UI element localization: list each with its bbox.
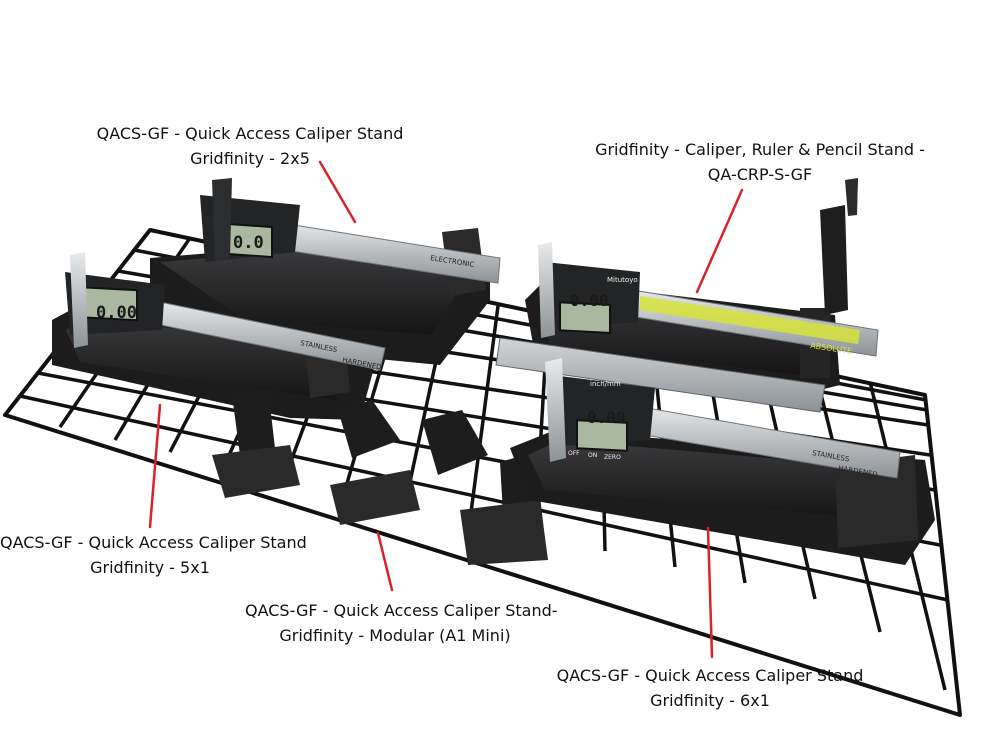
- caliper-crp: 0.00 Mitutoyo ABSOLUTE: [538, 242, 879, 357]
- caliper-5x1: 0.00 STAINLESS HARDENED: [65, 252, 386, 372]
- label-stand-5x1-line2: Gridfinity - 5x1: [90, 558, 210, 577]
- label-stand-6x1-line2: Gridfinity - 6x1: [650, 691, 770, 710]
- caliper-crp-reading: 0.00: [570, 291, 609, 310]
- steel-ruler: [495, 337, 826, 413]
- caliper-5x1-reading: 0.00: [96, 303, 137, 323]
- label-stand-2x5-line1: QACS-GF - Quick Access Caliper Stand: [96, 124, 404, 143]
- label-stand-modular-line2: Gridfinity - Modular (A1 Mini): [279, 626, 511, 645]
- label-stand-5x1: QACS-GF - Quick Access Caliper Stand Gri…: [0, 530, 307, 580]
- caliper-crp-brand: Mitutoyo: [607, 276, 638, 284]
- label-stand-2x5: QACS-GF - Quick Access Caliper Stand Gri…: [95, 121, 405, 171]
- stand-modular: [212, 388, 548, 565]
- annotation-lines: [148, 160, 744, 659]
- label-stand-modular-line1: QACS-GF - Quick Access Caliper Stand-: [245, 601, 558, 620]
- caliper-2x5-reading: 0.0: [233, 233, 264, 253]
- arrow-modular: [376, 531, 394, 592]
- label-stand-2x5-line2: Gridfinity - 2x5: [190, 149, 310, 168]
- caliper-6x1-zero: ZERO: [604, 454, 621, 461]
- arrow-5x1: [148, 403, 162, 529]
- label-crp-stand: Gridfinity - Caliper, Ruler & Pencil Sta…: [595, 137, 925, 187]
- label-stand-6x1: QACS-GF - Quick Access Caliper Stand Gri…: [555, 663, 865, 713]
- label-stand-6x1-line1: QACS-GF - Quick Access Caliper Stand: [556, 666, 864, 685]
- arrow-crp: [695, 188, 744, 294]
- caliper-6x1-reading: 0.00: [587, 408, 626, 427]
- label-crp-stand-line2: QA-CRP-S-GF: [707, 165, 813, 184]
- caliper-6x1: 0.00 inch/mm STAINLESS HARDENED OFF ON Z…: [545, 358, 901, 479]
- caliper-6x1-inch-mm: inch/mm: [590, 380, 621, 388]
- arrow-6x1: [706, 526, 714, 659]
- label-crp-stand-line1: Gridfinity - Caliper, Ruler & Pencil Sta…: [595, 140, 925, 159]
- arrow-2x5: [318, 160, 357, 224]
- label-stand-modular: QACS-GF - Quick Access Caliper Stand- Gr…: [245, 598, 558, 648]
- caliper-6x1-on: ON: [588, 452, 597, 459]
- caliper-2x5: 0.0 ELECTRONIC: [200, 178, 501, 284]
- label-stand-5x1-line1: QACS-GF - Quick Access Caliper Stand: [0, 533, 307, 552]
- caliper-6x1-off: OFF: [568, 450, 580, 457]
